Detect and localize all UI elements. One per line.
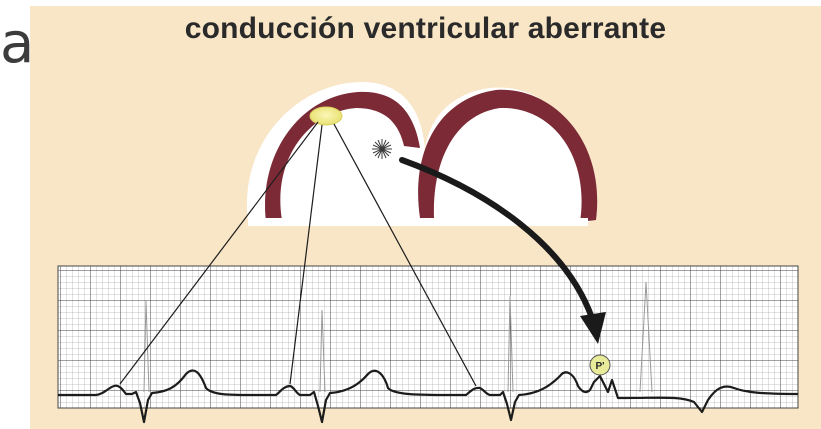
ectopic-p-wave-label: P' <box>590 355 610 375</box>
ectopic-focus-icon <box>372 139 392 159</box>
ectopic-p-label-text: P' <box>595 361 604 372</box>
atria-heart <box>247 82 597 226</box>
sinus-node-icon <box>310 107 342 125</box>
atria-base <box>248 218 588 226</box>
